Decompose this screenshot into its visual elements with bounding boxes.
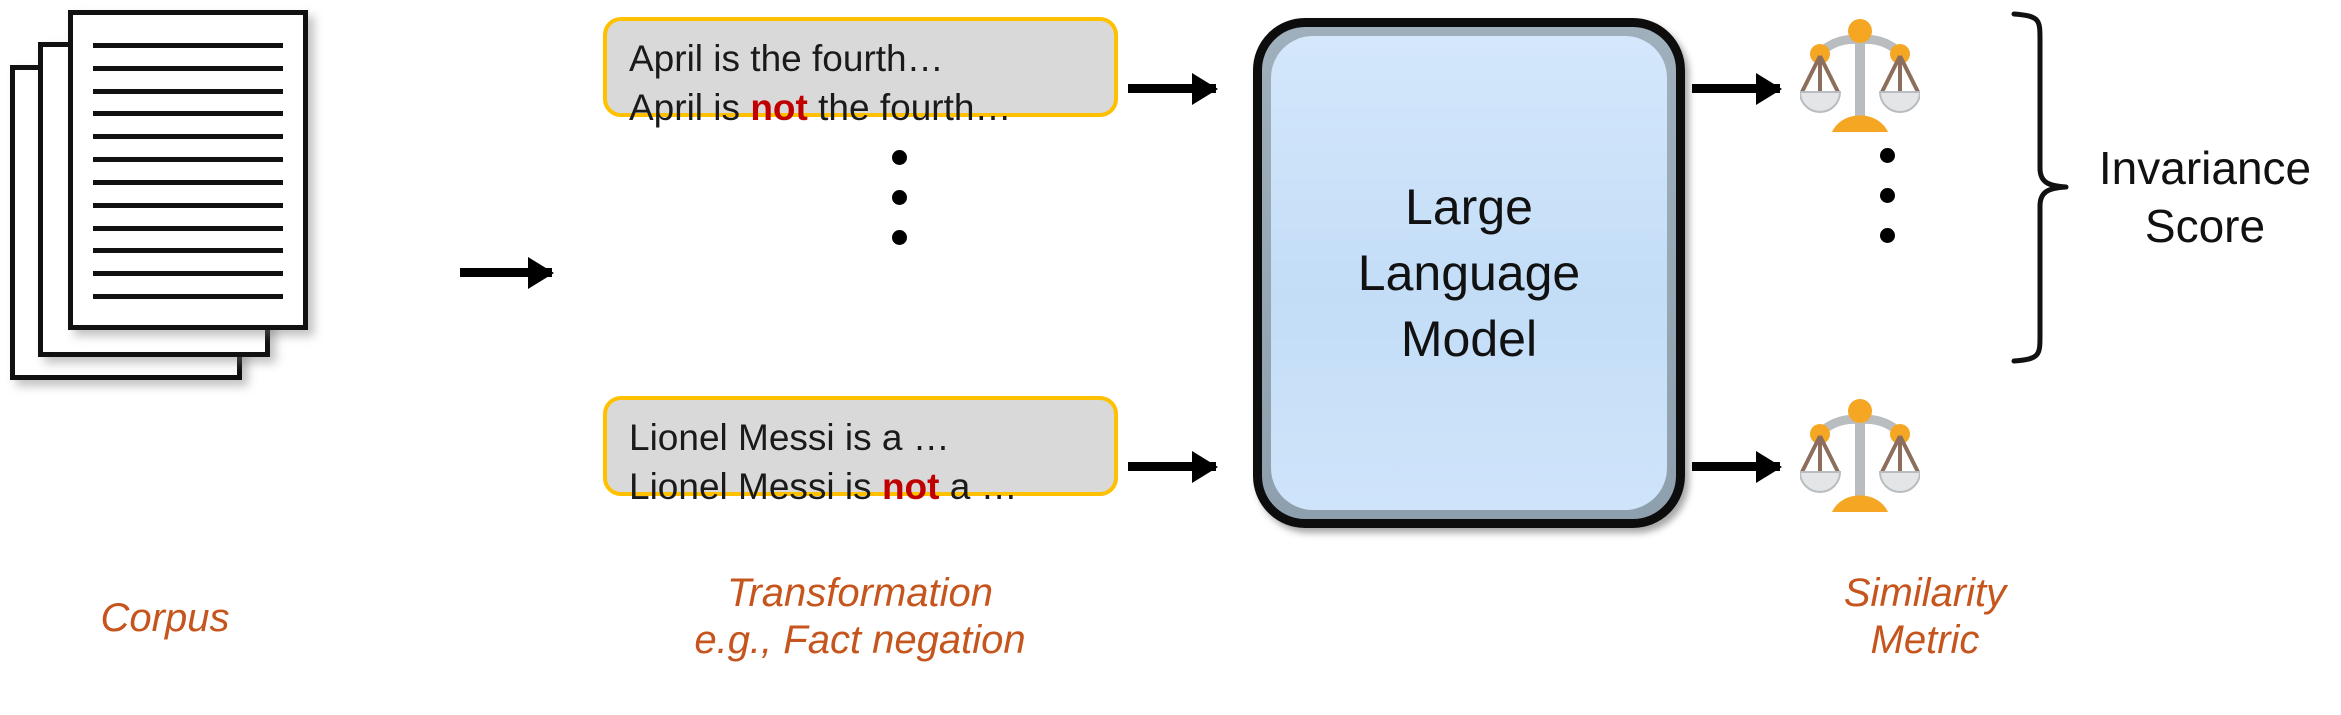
ellipsis-dot [1879,148,1895,163]
ellipsis-dot [891,190,907,205]
vertical-ellipsis-transformation [890,150,908,245]
sentence-negated-top-prefix: April is [629,86,751,128]
arrow-model-to-scale-top [1692,84,1780,93]
sentence-original-top: April is the fourth… [629,38,944,79]
negation-keyword-bottom: not [881,465,940,507]
ellipsis-dot [1879,188,1895,203]
invariance-score-label: Invariance Score [2098,142,2312,252]
transformation-label: Transformation e.g., Fact negation [694,571,1026,663]
sentence-negated-top-suffix: the fourth… [807,86,1012,128]
large-language-model-label: Large Language Model [1357,179,1581,367]
ellipsis-dot [891,230,907,245]
vertical-ellipsis-similarity [1878,148,1896,243]
document-text-lines [93,43,283,299]
balance-scale-icon [1798,10,1922,135]
arrow-model-to-scale-bottom [1692,462,1780,471]
balance-scale-icon [1798,390,1922,515]
negation-keyword-top: not [750,86,808,128]
arrow-corpus-to-transformation [460,268,552,277]
similarity-metric-label: Similarity Metric [1843,571,2007,663]
large-language-model-inner: Large Language Model [1271,36,1667,510]
ellipsis-dot [891,150,907,165]
right-curly-brace-icon [2010,10,2080,365]
sentence-negated-bottom-prefix: Lionel Messi is [629,465,882,507]
sentence-original-bottom: Lionel Messi is a … [629,417,950,458]
large-language-model-box: Large Language Model [1253,18,1685,528]
sentence-pair-box-top: April is the fourth… April is not the fo… [603,17,1118,128]
ellipsis-dot [1879,228,1895,243]
sentence-negated-top: April is not the fourth… [629,84,1092,133]
document-sheet-front [68,10,308,330]
corpus-document-stack [10,10,320,390]
sentence-pair-box-bottom: Lionel Messi is a … Lionel Messi is not … [603,396,1118,507]
sentence-negated-bottom-suffix: a … [939,465,1018,507]
sentence-negated-bottom: Lionel Messi is not a … [629,463,1092,512]
corpus-label: Corpus [100,596,230,640]
arrow-pair-top-to-model [1128,84,1216,93]
arrow-pair-bottom-to-model [1128,462,1216,471]
